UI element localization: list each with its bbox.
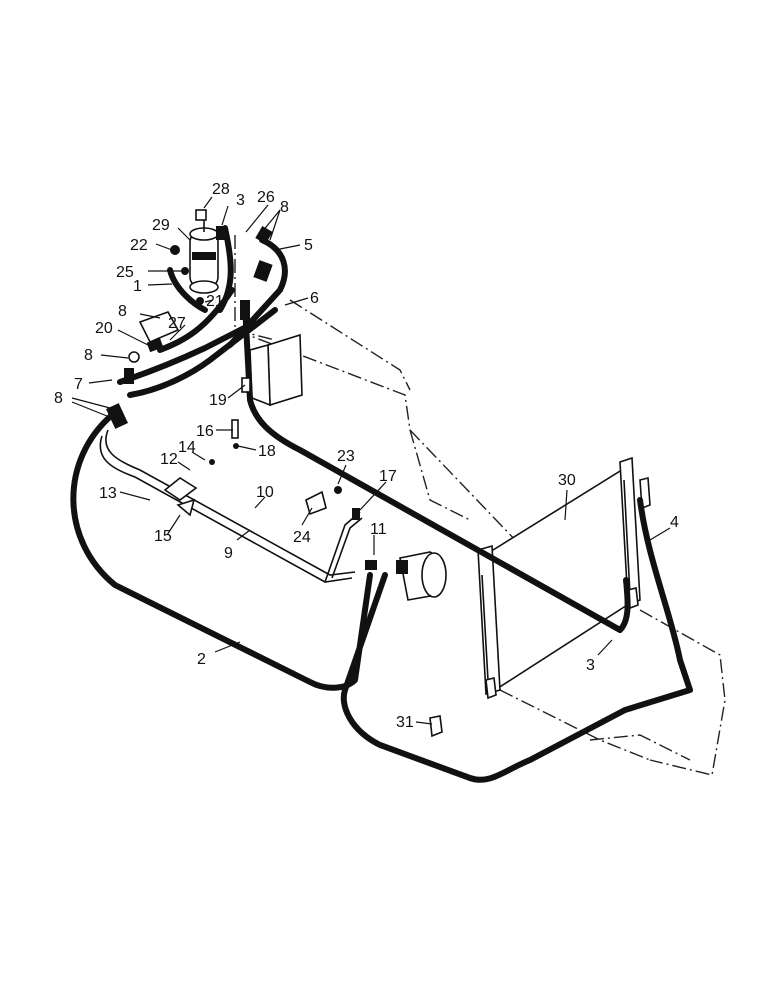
- callout-4: 4: [670, 514, 679, 531]
- callout-22: 22: [130, 237, 148, 254]
- callout-8b: 8: [84, 347, 93, 364]
- callout-31: 31: [396, 714, 414, 731]
- receiver-drier: [189, 220, 219, 294]
- callout-27: 27: [168, 315, 186, 332]
- callout-18: 18: [258, 443, 276, 460]
- callout-26: 26: [257, 189, 275, 206]
- hose-2: [70, 412, 373, 691]
- callout-8d: 8: [280, 199, 289, 216]
- rigid-tubes: [99, 429, 363, 583]
- callout-5: 5: [304, 237, 313, 254]
- callout-16: 16: [196, 423, 214, 440]
- callout-10: 10: [256, 484, 274, 501]
- hose-6: [127, 307, 278, 398]
- callout-8a: 8: [118, 303, 127, 320]
- callout-6: 6: [310, 290, 319, 307]
- callout-2: 2: [197, 651, 206, 668]
- callout-20: 20: [95, 320, 113, 337]
- hose-5: [227, 237, 288, 348]
- hose-4: [637, 497, 693, 693]
- callout-11: 11: [370, 521, 387, 538]
- callout-21: 21: [206, 293, 224, 310]
- firewall-bracket: [249, 333, 303, 407]
- callout-25: 25: [116, 264, 134, 281]
- callout-23: 23: [337, 448, 355, 465]
- callout-15: 15: [154, 528, 172, 545]
- callout-19: 19: [209, 392, 227, 409]
- frame-outline: [234, 235, 726, 776]
- callout-1: 1: [133, 278, 142, 295]
- callout-3b: 3: [586, 657, 595, 674]
- callout-14: 14: [178, 439, 196, 456]
- callout-8c: 8: [54, 390, 63, 407]
- compressor: [396, 551, 447, 601]
- hose-1: [167, 267, 208, 313]
- condenser: [477, 456, 651, 700]
- callout-29: 29: [152, 217, 170, 234]
- leader-lines: [71, 196, 671, 725]
- hose-4b: [340, 572, 693, 783]
- hose-3-upper: [242, 302, 631, 633]
- callout-13: 13: [99, 485, 117, 502]
- callout-numbers: 1 2 3 3 4 5 6 7 8 8 8 8 9 10 11 12 13 14…: [54, 181, 679, 731]
- callout-17: 17: [379, 468, 397, 485]
- callout-12: 12: [160, 451, 178, 468]
- mounting-plate: [138, 311, 180, 344]
- callout-9: 9: [224, 545, 233, 562]
- fittings: [106, 209, 443, 738]
- callout-30: 30: [558, 472, 576, 489]
- callout-28: 28: [212, 181, 230, 198]
- hose-lines: [70, 225, 693, 783]
- callout-7: 7: [74, 376, 83, 393]
- callout-24: 24: [293, 529, 311, 546]
- hose-27: [157, 287, 235, 353]
- callout-3a: 3: [236, 192, 245, 209]
